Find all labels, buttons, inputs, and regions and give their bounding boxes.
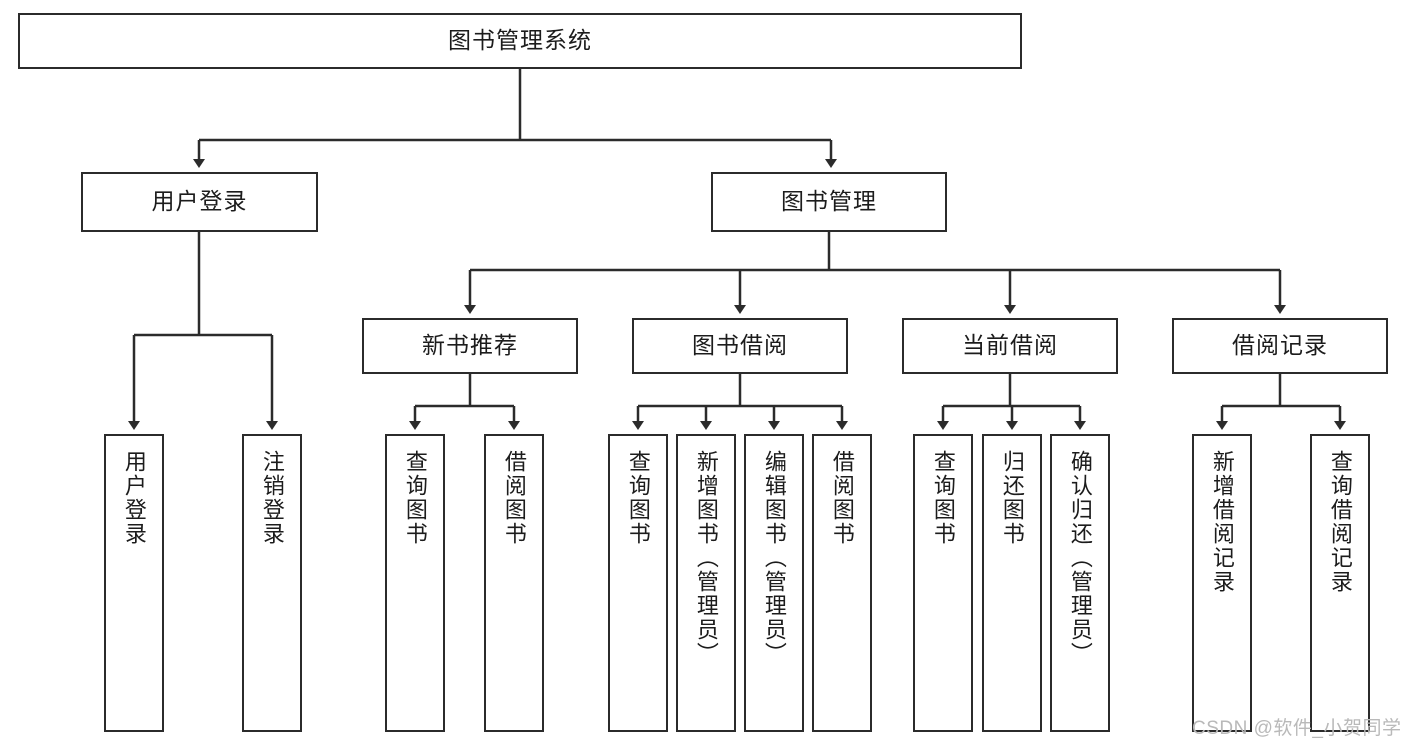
- leaf-logout-login[interactable]: 注销登录: [242, 434, 302, 732]
- node-borrow-record-label: 借阅记录: [1232, 332, 1328, 359]
- leaf-user-login[interactable]: 用户登录: [104, 434, 164, 732]
- node-root[interactable]: 图书管理系统: [18, 13, 1022, 69]
- leaf-query-book-borrow[interactable]: 查询图书: [608, 434, 668, 732]
- leaf-confirm-return-admin-label: 确认归还（管理员）: [1067, 450, 1093, 666]
- leaf-query-book-current[interactable]: 查询图书: [913, 434, 973, 732]
- leaf-query-book-current-label: 查询图书: [930, 450, 956, 546]
- node-new-book-recommend[interactable]: 新书推荐: [362, 318, 578, 374]
- leaf-query-borrow-record[interactable]: 查询借阅记录: [1310, 434, 1370, 732]
- node-user-login-label: 用户登录: [151, 188, 248, 215]
- node-borrow-record[interactable]: 借阅记录: [1172, 318, 1388, 374]
- node-book-management[interactable]: 图书管理: [711, 172, 947, 232]
- watermark: CSDN @软件_小贺同学: [1192, 718, 1402, 739]
- leaf-borrow-book-label: 借阅图书: [829, 450, 855, 546]
- leaf-return-book-label: 归还图书: [999, 450, 1025, 546]
- node-user-login[interactable]: 用户登录: [81, 172, 318, 232]
- leaf-add-borrow-record[interactable]: 新增借阅记录: [1192, 434, 1252, 732]
- node-current-borrow[interactable]: 当前借阅: [902, 318, 1118, 374]
- leaf-logout-login-label: 注销登录: [259, 450, 285, 546]
- leaf-query-book-recommend-label: 查询图书: [402, 450, 428, 546]
- node-new-book-recommend-label: 新书推荐: [422, 332, 518, 359]
- leaf-query-book-borrow-label: 查询图书: [625, 450, 651, 546]
- leaf-query-book-recommend[interactable]: 查询图书: [385, 434, 445, 732]
- leaf-query-borrow-record-label: 查询借阅记录: [1327, 450, 1353, 594]
- leaf-borrow-book[interactable]: 借阅图书: [812, 434, 872, 732]
- node-root-label: 图书管理系统: [448, 27, 592, 54]
- leaf-edit-book-admin-label: 编辑图书（管理员）: [761, 450, 787, 666]
- leaf-add-book-admin-label: 新增图书（管理员）: [693, 450, 719, 666]
- node-book-management-label: 图书管理: [781, 188, 877, 215]
- leaf-user-login-label: 用户登录: [121, 450, 147, 546]
- node-book-borrow[interactable]: 图书借阅: [632, 318, 848, 374]
- leaf-edit-book-admin[interactable]: 编辑图书（管理员）: [744, 434, 804, 732]
- leaf-add-book-admin[interactable]: 新增图书（管理员）: [676, 434, 736, 732]
- leaf-borrow-book-recommend[interactable]: 借阅图书: [484, 434, 544, 732]
- leaf-borrow-book-recommend-label: 借阅图书: [501, 450, 527, 546]
- leaf-return-book[interactable]: 归还图书: [982, 434, 1042, 732]
- node-book-borrow-label: 图书借阅: [692, 332, 788, 359]
- leaf-confirm-return-admin[interactable]: 确认归还（管理员）: [1050, 434, 1110, 732]
- leaf-add-borrow-record-label: 新增借阅记录: [1209, 450, 1235, 594]
- node-current-borrow-label: 当前借阅: [962, 332, 1058, 359]
